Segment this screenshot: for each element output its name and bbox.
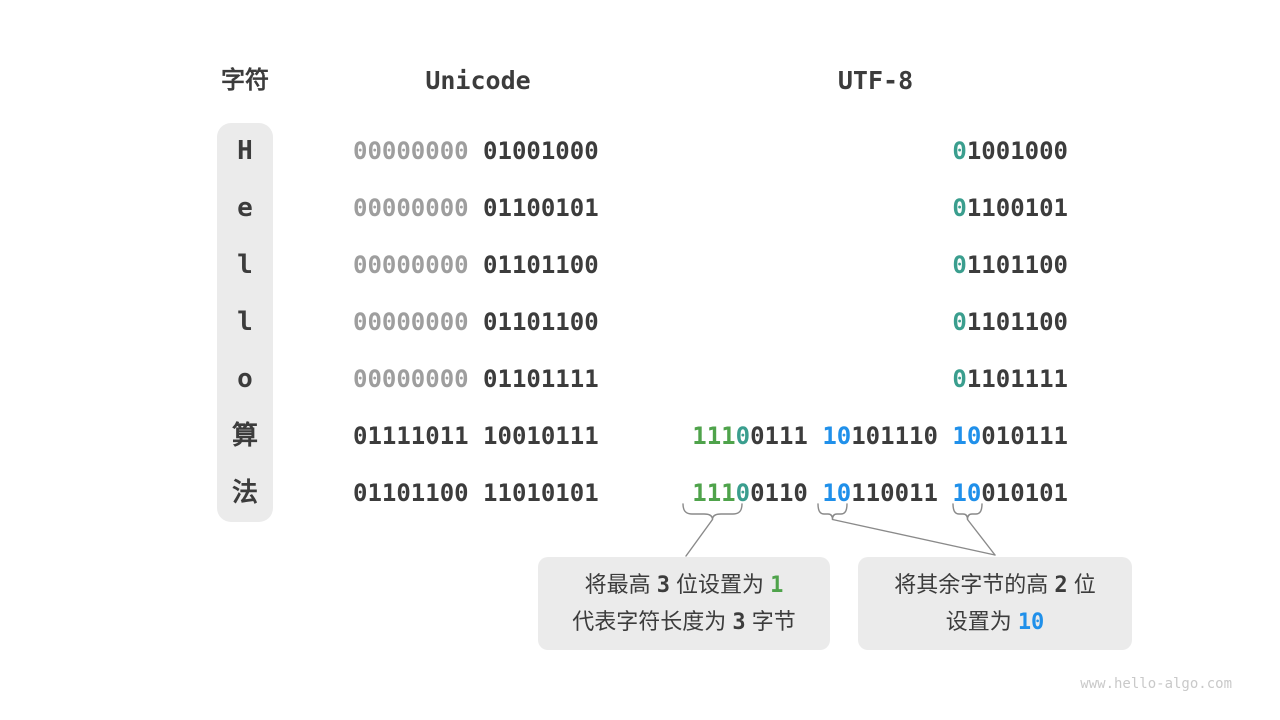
bit-segment: 10 <box>1017 609 1045 635</box>
bit-segment: 0 <box>952 308 967 336</box>
character-column-pill <box>217 123 273 522</box>
bit-segment: 01101100 <box>468 308 599 336</box>
table-row: 算 01111011 10010111 11100111 10101110 10… <box>0 408 1280 465</box>
char-cell: l <box>237 250 253 280</box>
bit-segment: 01100101 <box>468 194 599 222</box>
bit-segment: 00000000 <box>353 137 469 165</box>
bit-segment: 将其余字节的高 <box>894 571 1055 597</box>
bit-segment: 010111 <box>981 422 1068 450</box>
bit-segment: 0 <box>735 479 751 507</box>
bit-segment: 1 <box>770 572 784 598</box>
bit-segment: 01111011 10010111 <box>353 422 599 450</box>
bit-segment: 0 <box>952 137 967 165</box>
callout-line-prefix <box>685 518 714 557</box>
table-row: e 00000000 01100101 01100101 <box>0 180 1280 237</box>
bit-segment: 1001000 <box>966 137 1068 165</box>
unicode-value: 00000000 01101100 <box>353 237 599 294</box>
utf8-value: 11100110 10110011 10010101 <box>692 465 1068 522</box>
bit-segment: 0111 <box>750 422 823 450</box>
utf8-value: 01101100 <box>952 294 1068 351</box>
callout-line-byte2 <box>831 518 996 556</box>
bit-segment: 111 <box>692 422 736 450</box>
bit-segment: 10 <box>952 479 982 507</box>
bit-segment: 0 <box>952 365 967 393</box>
bit-segment: 01101111 <box>468 365 599 393</box>
bit-segment: 1101100 <box>966 251 1068 279</box>
bit-segment: 位设置为 <box>669 571 771 597</box>
bit-segment: 00000000 <box>353 194 469 222</box>
bit-segment: 10 <box>952 422 982 450</box>
bit-segment: 0 <box>952 251 967 279</box>
char-cell: e <box>237 193 253 223</box>
column-header-unicode: Unicode <box>425 66 531 95</box>
utf8-value: 01001000 <box>952 123 1068 180</box>
bit-segment: 3 <box>732 609 746 635</box>
bit-segment: 101110 <box>851 422 953 450</box>
callout-line: 设置为 10 <box>858 604 1132 641</box>
char-cell: 算 <box>231 421 258 451</box>
unicode-value: 00000000 01101111 <box>353 351 599 408</box>
bit-segment: 字节 <box>745 608 796 634</box>
callout-line: 将其余字节的高 2 位 <box>858 567 1132 604</box>
bit-segment: 010101 <box>981 479 1068 507</box>
bit-segment: 0 <box>735 422 751 450</box>
bit-segment: 设置为 <box>945 608 1018 634</box>
bit-segment: 3 <box>656 572 670 598</box>
callout-line: 将最高 3 位设置为 1 <box>538 567 830 604</box>
watermark: www.hello-algo.com <box>1080 676 1232 692</box>
bit-segment: 01101100 <box>468 251 599 279</box>
table-row: H 00000000 01001000 01001000 <box>0 123 1280 180</box>
column-header-character: 字符 <box>221 67 269 94</box>
unicode-value: 00000000 01101100 <box>353 294 599 351</box>
utf8-value: 01101100 <box>952 237 1068 294</box>
bit-segment: 1101100 <box>966 308 1068 336</box>
bit-segment: 1101111 <box>966 365 1068 393</box>
char-cell: H <box>237 136 253 166</box>
callout-continuation-bits: 将其余字节的高 2 位 设置为 10 <box>858 557 1132 650</box>
char-cell: 法 <box>231 478 258 508</box>
bit-segment: 01001000 <box>468 137 599 165</box>
bit-segment: 01101100 11010101 <box>353 479 599 507</box>
char-cell: l <box>237 307 253 337</box>
bit-segment: 位 <box>1067 571 1096 597</box>
utf8-value: 11100111 10101110 10010111 <box>692 408 1068 465</box>
char-cell: o <box>237 364 253 394</box>
bit-segment: 0110 <box>750 479 823 507</box>
bit-segment: 1100101 <box>966 194 1068 222</box>
bit-segment: 10 <box>822 422 852 450</box>
bit-segment: 00000000 <box>353 365 469 393</box>
unicode-value: 00000000 01001000 <box>353 123 599 180</box>
utf8-value: 01101111 <box>952 351 1068 408</box>
bit-segment: 2 <box>1054 572 1068 598</box>
bit-segment: 00000000 <box>353 251 469 279</box>
table-row: l 00000000 01101100 01101100 <box>0 237 1280 294</box>
utf8-value: 01100101 <box>952 180 1068 237</box>
bit-segment: 110011 <box>851 479 953 507</box>
unicode-value: 01111011 10010111 <box>353 408 599 465</box>
column-header-utf8: UTF-8 <box>837 66 914 95</box>
unicode-value: 01101100 11010101 <box>353 465 599 522</box>
table-row: 法 01101100 11010101 11100110 10110011 10… <box>0 465 1280 522</box>
bit-segment: 00000000 <box>353 308 469 336</box>
callout-line: 代表字符长度为 3 字节 <box>538 604 830 641</box>
bit-segment: 10 <box>822 479 852 507</box>
table-row: l 00000000 01101100 01101100 <box>0 294 1280 351</box>
bit-segment: 将最高 <box>584 571 657 597</box>
bit-segment: 0 <box>952 194 967 222</box>
callout-prefix-bits: 将最高 3 位设置为 1 代表字符长度为 3 字节 <box>538 557 830 650</box>
bit-segment: 代表字符长度为 <box>572 608 733 634</box>
table-row: o 00000000 01101111 01101111 <box>0 351 1280 408</box>
bit-segment: 111 <box>692 479 736 507</box>
callout-line-byte3 <box>966 518 996 556</box>
unicode-value: 00000000 01100101 <box>353 180 599 237</box>
